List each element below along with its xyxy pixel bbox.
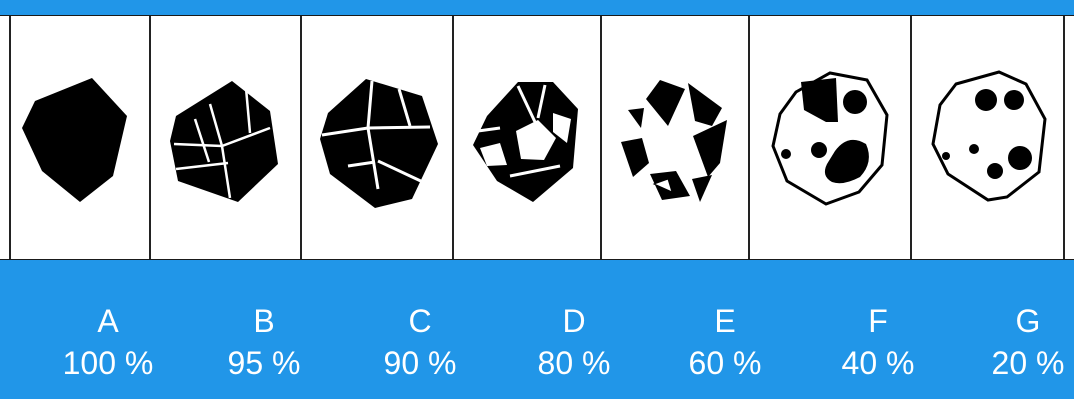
particle-c	[320, 79, 438, 208]
particle-a	[22, 78, 127, 202]
caption-g: G 20 %	[992, 303, 1065, 381]
caption-d: D 80 %	[538, 303, 611, 381]
caption-percent: 100 %	[63, 345, 154, 381]
panel-illustrations	[0, 16, 1074, 259]
caption-percent: 95 %	[228, 345, 301, 381]
caption-letter: A	[63, 303, 154, 339]
caption-letter: E	[689, 303, 762, 339]
caption-percent: 60 %	[689, 345, 762, 381]
particle-b	[170, 81, 278, 202]
caption-f: F 40 %	[842, 303, 915, 381]
caption-letter: D	[538, 303, 611, 339]
caption-percent: 40 %	[842, 345, 915, 381]
caption-letter: B	[228, 303, 301, 339]
particle-d	[473, 82, 578, 202]
caption-b: B 95 %	[228, 303, 301, 381]
caption-letter: C	[384, 303, 457, 339]
caption-letter: F	[842, 303, 915, 339]
caption-e: E 60 %	[689, 303, 762, 381]
particle-f	[773, 73, 887, 204]
caption-a: A 100 %	[63, 303, 154, 381]
particle-g	[933, 72, 1045, 200]
caption-percent: 80 %	[538, 345, 611, 381]
particle-e	[621, 80, 727, 202]
caption-percent: 20 %	[992, 345, 1065, 381]
caption-percent: 90 %	[384, 345, 457, 381]
caption-c: C 90 %	[384, 303, 457, 381]
caption-letter: G	[992, 303, 1065, 339]
panel-strip	[0, 15, 1074, 260]
